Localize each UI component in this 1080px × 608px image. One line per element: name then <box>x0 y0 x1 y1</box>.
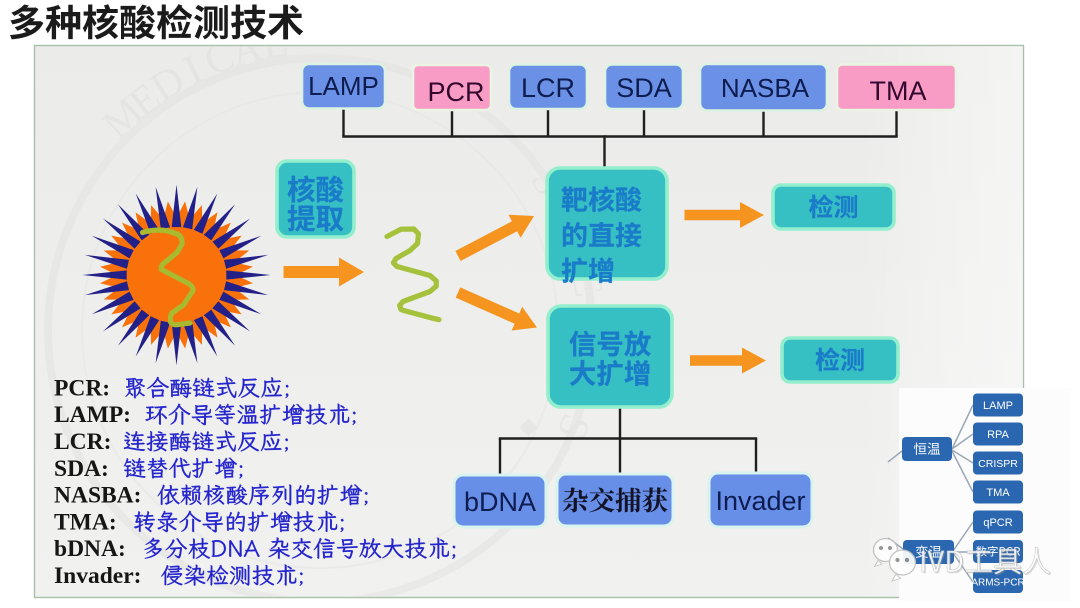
svg-text:LAMP:: LAMP: <box>54 402 131 428</box>
svg-text:LCR: LCR <box>521 73 575 103</box>
svg-text:PCR:: PCR: <box>54 375 110 401</box>
svg-text:LAMP: LAMP <box>983 400 1013 412</box>
svg-text:SDA: SDA <box>616 73 672 103</box>
svg-text:TMA: TMA <box>870 76 927 106</box>
svg-text:NASBA: NASBA <box>721 73 810 103</box>
svg-text:TMA:: TMA: <box>54 509 117 535</box>
svg-text:CRISPR: CRISPR <box>978 458 1018 470</box>
svg-text:L: L <box>259 19 292 68</box>
svg-text:bDNA:: bDNA: <box>54 536 126 562</box>
svg-text:LCR:: LCR: <box>54 429 111 455</box>
svg-text:Invader: Invader <box>715 486 805 516</box>
svg-text:NASBA:: NASBA: <box>54 483 141 509</box>
svg-text:PCR: PCR <box>427 77 484 107</box>
svg-text:LAMP: LAMP <box>308 71 379 101</box>
svg-text:TMA: TMA <box>986 487 1010 499</box>
svg-text:qPCR: qPCR <box>983 517 1012 529</box>
svg-text:Invader:: Invader: <box>54 563 141 589</box>
svg-text:ARMS-PCR: ARMS-PCR <box>971 578 1024 589</box>
svg-text:bDNA: bDNA <box>464 487 536 517</box>
svg-text:RPA: RPA <box>987 429 1009 441</box>
svg-text:SDA:: SDA: <box>54 456 109 482</box>
